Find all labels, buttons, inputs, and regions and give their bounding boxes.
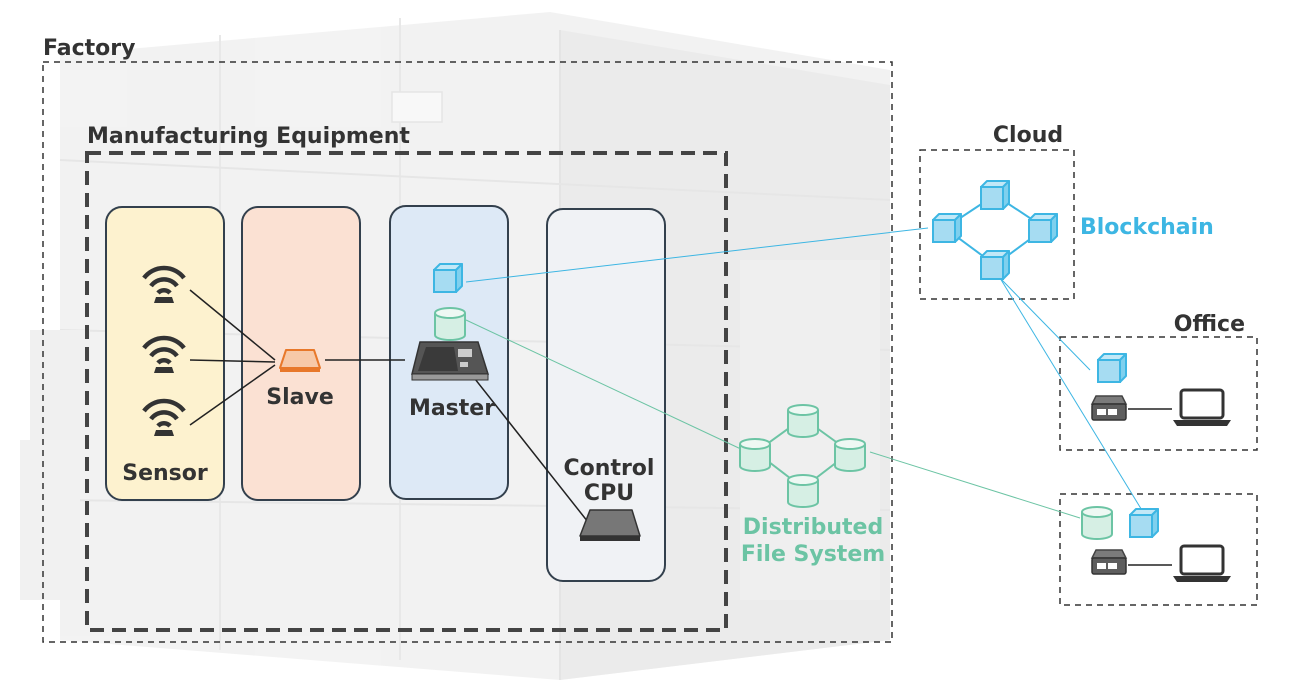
database-icon-master — [434, 307, 466, 341]
cube-icon-office-1 — [1097, 353, 1127, 383]
dfs-label-line2: File System — [741, 542, 885, 567]
laptop-icon-office-1 — [1171, 388, 1233, 428]
equipment-label: Manufacturing Equipment — [87, 124, 410, 149]
cube-icon-master — [433, 263, 463, 293]
database-icon-dfs-right — [834, 438, 866, 472]
database-icon-dfs-top — [787, 404, 819, 438]
cube-icon-chain-top — [980, 180, 1010, 210]
gateway-device-icon-office-1 — [1091, 395, 1127, 421]
factory-label: Factory — [43, 36, 135, 61]
factory-boundary — [42, 61, 893, 643]
slave-label: Slave — [266, 385, 334, 410]
office-label: Office — [1174, 312, 1245, 337]
database-icon-dfs-left — [739, 438, 771, 472]
cube-icon-chain-right — [1028, 213, 1058, 243]
chip-icon — [279, 349, 321, 372]
sensor-label: Sensor — [122, 461, 208, 486]
control-label-line1: Control — [564, 456, 655, 481]
blockchain-connections — [465, 227, 1144, 513]
master-label: Master — [409, 396, 495, 421]
controller-board-icon — [411, 341, 490, 381]
gateway-device-icon-office-2 — [1091, 549, 1127, 575]
equipment-boundary — [85, 151, 728, 632]
blockchain-label: Blockchain — [1080, 215, 1214, 240]
blockchain-ring — [932, 180, 1058, 280]
database-icon-dfs-bottom — [787, 474, 819, 508]
cloud-boundary — [919, 149, 1075, 300]
cpu-chip-icon — [579, 509, 641, 541]
control-label-line2: CPU — [584, 481, 634, 506]
cloud-label: Cloud — [993, 123, 1063, 148]
cube-icon-chain-bottom — [980, 250, 1010, 280]
dfs-label-line1: Distributed — [743, 515, 883, 540]
dfs-ring — [739, 404, 866, 508]
cube-icon-chain-left — [932, 213, 962, 243]
control-cpu-panel — [546, 208, 666, 582]
wired-connections — [189, 289, 589, 523]
sensor-panel — [105, 206, 225, 501]
office-boundary-1 — [1059, 336, 1258, 451]
database-icon-office-2 — [1081, 506, 1113, 540]
laptop-icon-office-2 — [1171, 544, 1233, 584]
dfs-connections — [465, 319, 1081, 519]
cube-icon-office-2 — [1129, 508, 1159, 538]
